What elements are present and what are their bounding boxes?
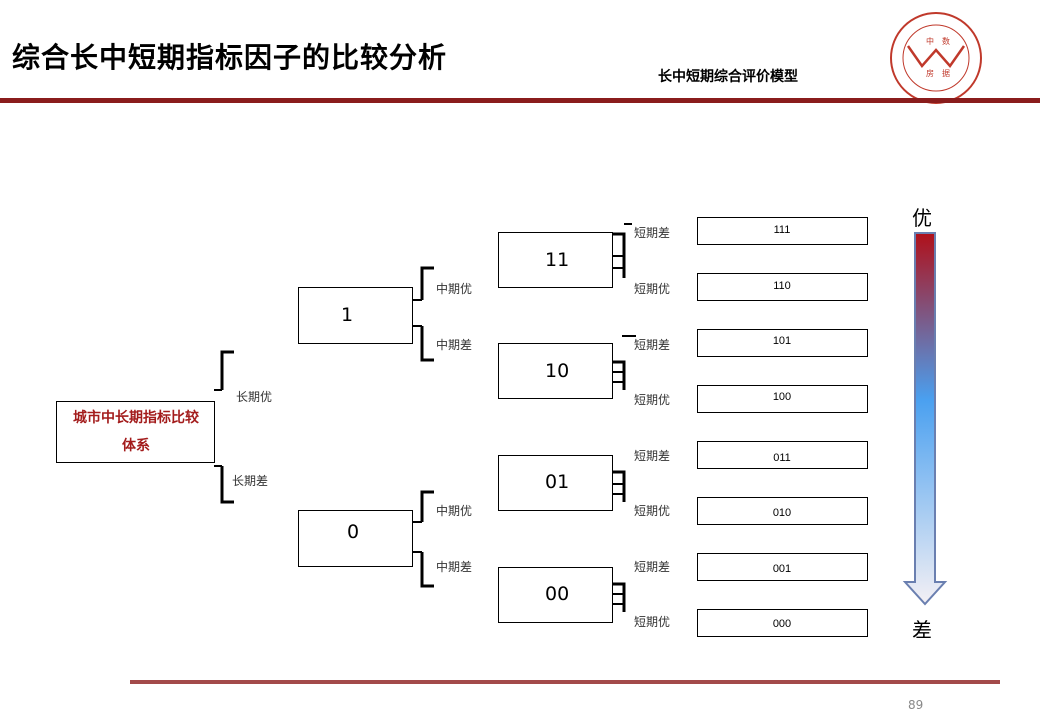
node-01-label: 01 — [545, 471, 570, 493]
long-good-label: 长期优 — [236, 390, 273, 404]
gradient-arrow — [902, 232, 948, 606]
svg-text:中: 中 — [926, 36, 934, 46]
node-00 — [498, 567, 613, 623]
code-value: 111 — [773, 224, 791, 236]
code-box — [697, 273, 868, 301]
mid-label: 中期差 — [436, 560, 473, 574]
short-label: 短期差 — [634, 449, 671, 463]
code-box — [697, 553, 868, 581]
code-value: 010 — [772, 507, 792, 519]
short-label: 短期优 — [634, 282, 671, 296]
academy-logo: 中 数 房 据 — [890, 12, 982, 104]
header-divider — [0, 98, 1040, 103]
short-label: 短期优 — [634, 504, 671, 518]
node-1-label: 1 — [341, 304, 354, 326]
short-label: 短期差 — [634, 226, 671, 240]
svg-text:房: 房 — [926, 68, 934, 78]
svg-text:据: 据 — [942, 68, 950, 78]
footer-divider — [130, 680, 1000, 684]
node-11-label: 11 — [545, 249, 570, 271]
code-box — [697, 441, 868, 469]
node-11 — [498, 232, 613, 288]
mid-label: 中期差 — [436, 338, 473, 352]
root-label: 城市中长期指标比较 体系 — [73, 410, 199, 454]
code-value: 101 — [772, 335, 792, 347]
code-value: 001 — [772, 563, 792, 575]
code-box — [697, 217, 868, 245]
node-01 — [498, 455, 613, 511]
root-node — [56, 401, 215, 463]
scale-top-label: 优 — [912, 206, 932, 230]
short-label: 短期优 — [634, 393, 671, 407]
short-label: 短期差 — [634, 560, 671, 574]
node-10-label: 10 — [545, 360, 570, 382]
page-number: 89 — [908, 698, 924, 712]
code-value: 011 — [773, 452, 791, 464]
short-label: 短期差 — [634, 338, 671, 352]
code-box — [697, 385, 868, 413]
node-1 — [298, 287, 413, 344]
node-0 — [298, 510, 413, 567]
page-title: 综合长中短期指标因子的比较分析 — [12, 41, 448, 74]
code-box — [697, 497, 868, 525]
mid-label: 中期优 — [436, 282, 473, 296]
page-subtitle: 长中短期综合评价模型 — [658, 69, 798, 85]
code-value: 110 — [773, 280, 791, 292]
scale-bottom-label: 差 — [912, 618, 932, 642]
node-0-label: 0 — [347, 521, 360, 543]
svg-text:数: 数 — [942, 36, 950, 46]
short-label: 短期优 — [634, 615, 671, 629]
node-00-label: 00 — [545, 583, 570, 605]
mid-label: 中期优 — [436, 504, 473, 518]
code-box — [697, 609, 868, 637]
node-10 — [498, 343, 613, 399]
code-box — [697, 329, 868, 357]
code-value: 100 — [772, 391, 792, 403]
code-value: 000 — [772, 618, 792, 630]
long-bad-label: 长期差 — [232, 474, 269, 488]
